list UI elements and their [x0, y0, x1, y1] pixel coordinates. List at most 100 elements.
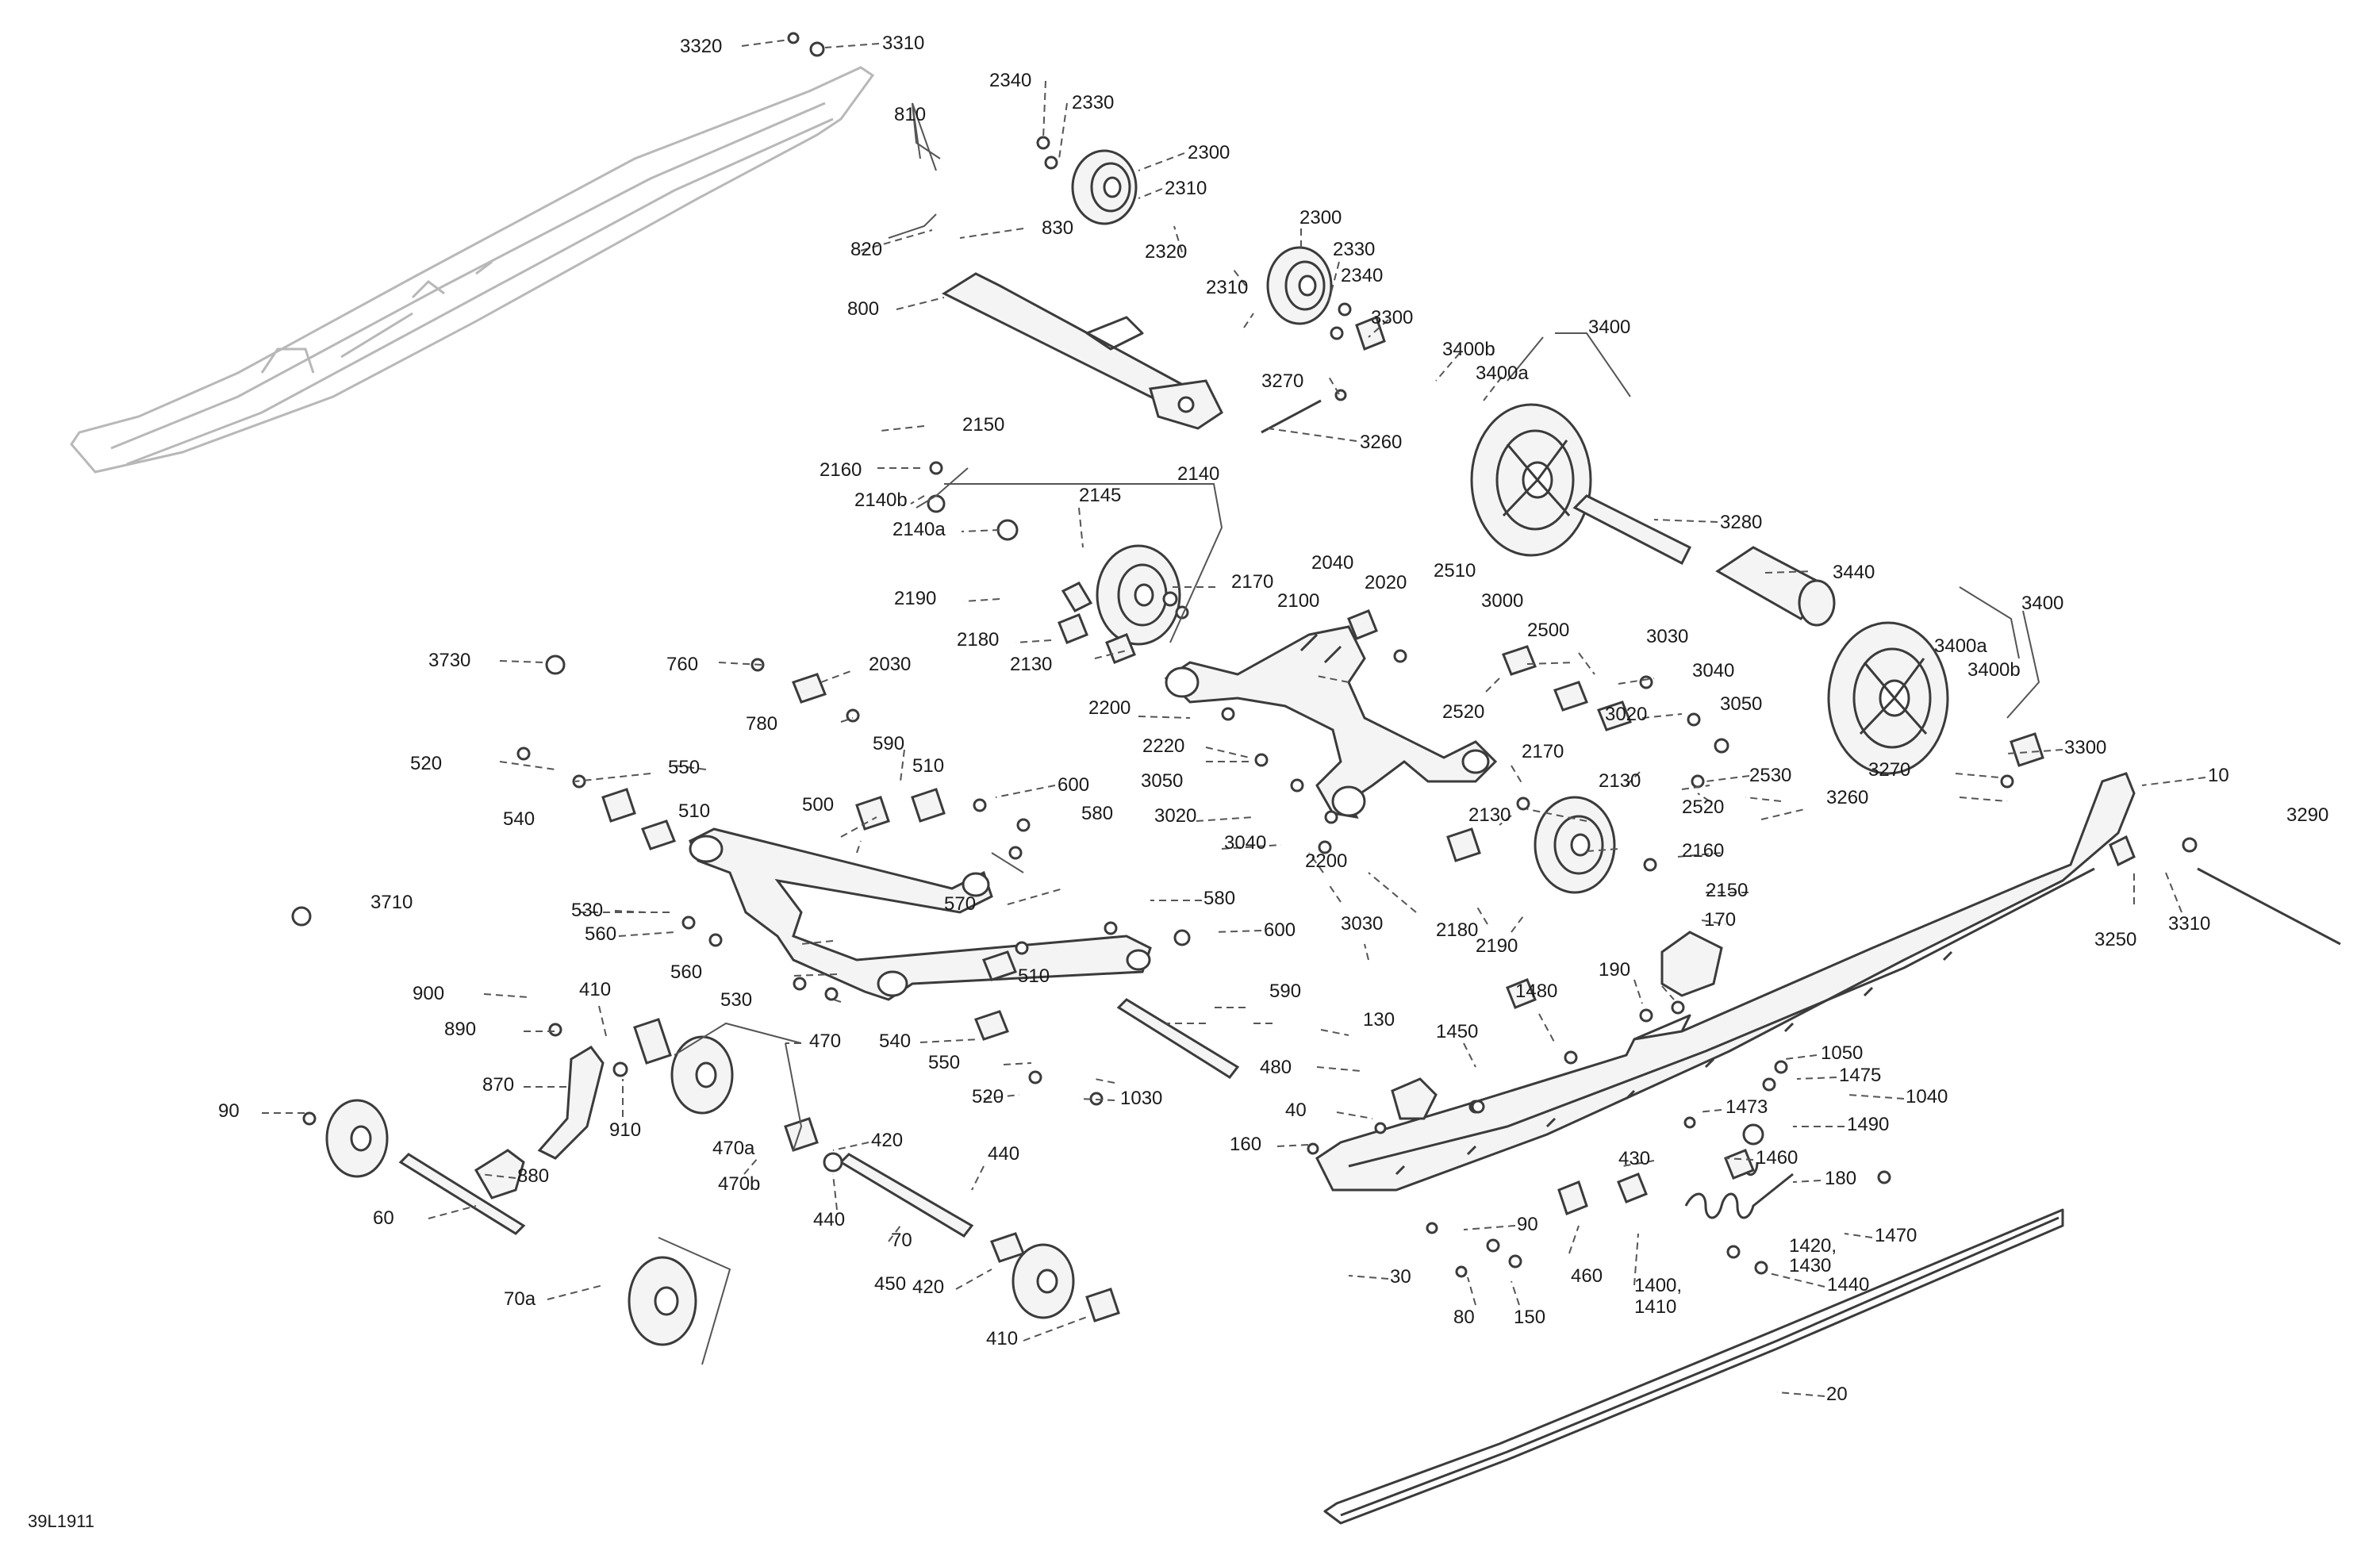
callout-label: 3400a: [1476, 363, 1529, 384]
idler-wheel-2300-a: [1071, 149, 1138, 225]
callout-label: 3250: [2094, 929, 2136, 950]
spring-1420: [1684, 1173, 1794, 1219]
callout-label: 460: [1571, 1265, 1603, 1287]
callout-label: 150: [1514, 1307, 1545, 1328]
callout-label: 2190: [894, 588, 936, 609]
callout-label: 3730: [428, 650, 470, 671]
callout-label: 2220: [1142, 735, 1184, 757]
slide-rail-strip: [1323, 1208, 2064, 1525]
callout-label: 2170: [1231, 571, 1273, 593]
callout-label: 470: [809, 1031, 841, 1052]
callout-label: 10: [2208, 765, 2229, 786]
large-wheel-3400-lower: [1827, 621, 1949, 775]
callout-label: 1460: [1756, 1147, 1798, 1169]
callout-label: 2160: [820, 459, 862, 481]
callout-label: 830: [1042, 217, 1073, 239]
bracket-170: [1660, 931, 1723, 997]
callout-label: 540: [879, 1031, 911, 1052]
callout-label: 2330: [1072, 92, 1114, 113]
callout-label: 2520: [1682, 796, 1724, 818]
callout-label: 1420,: [1789, 1235, 1837, 1257]
group-brackets: [658, 102, 2040, 1365]
callout-label: 880: [517, 1165, 549, 1187]
callout-label: 3030: [1646, 626, 1688, 647]
wheel-70: [628, 1256, 697, 1346]
wheel-90: [325, 1099, 389, 1178]
callout-label: 2180: [1436, 919, 1478, 941]
callout-label: 2160: [1682, 840, 1724, 862]
callout-label: 3290: [2286, 804, 2328, 826]
part-130: [1391, 1077, 1438, 1120]
callout-label: 440: [988, 1143, 1019, 1165]
callout-label: 600: [1264, 919, 1296, 941]
spacer-410-upper: [633, 1018, 672, 1065]
callout-label: 3440: [1833, 562, 1875, 583]
callout-label: 2520: [1442, 701, 1484, 723]
callout-label: 3270: [1868, 759, 1910, 781]
callout-label: 590: [1269, 981, 1301, 1002]
spacer-tube-3440: [1715, 546, 1836, 627]
callout-label: 2150: [1706, 880, 1748, 901]
wheel-410-lower: [1012, 1243, 1075, 1319]
callout-label: 1040: [1906, 1086, 1948, 1107]
callout-label: 870: [482, 1074, 514, 1096]
callout-label: 410: [986, 1328, 1018, 1349]
callout-label: 2145: [1079, 485, 1121, 506]
callout-label: 2300: [1188, 142, 1230, 163]
callout-label: 560: [670, 961, 702, 983]
callout-labels: 3320 3310 2340 2330 810 2300 2310 820 83…: [28, 33, 2328, 1531]
callout-label: 90: [1517, 1214, 1538, 1235]
callout-label: 3310: [882, 33, 924, 54]
callout-label: 2310: [1165, 178, 1207, 199]
part-drawings: [70, 32, 2341, 1525]
callout-label: 470b: [718, 1173, 760, 1195]
callout-label: 440: [813, 1209, 845, 1230]
callout-label: 530: [720, 989, 752, 1011]
wheel-470: [670, 1035, 734, 1115]
callout-label: 180: [1825, 1168, 1856, 1189]
callout-label: 900: [413, 983, 444, 1004]
callout-label: 480: [1260, 1057, 1292, 1078]
callout-label: 550: [668, 757, 700, 778]
callout-label: 420: [871, 1130, 903, 1151]
callout-label: 1475: [1839, 1065, 1881, 1086]
callout-label: 3000: [1481, 590, 1523, 612]
callout-label: 2510: [1434, 560, 1476, 582]
callout-label: 20: [1826, 1384, 1848, 1405]
callout-label: 780: [746, 713, 777, 735]
callout-label: 3300: [2064, 737, 2106, 758]
callout-label: 2330: [1333, 239, 1375, 260]
callout-label: 1473: [1726, 1096, 1768, 1118]
large-wheel-3400-upper: [1470, 403, 1592, 557]
callout-label: 3270: [1261, 370, 1303, 392]
callout-label: 3400b: [1442, 339, 1495, 360]
callout-label: 160: [1230, 1134, 1261, 1155]
callout-label: 1430: [1789, 1255, 1831, 1276]
callout-label: 520: [972, 1086, 1004, 1107]
callout-label: 3040: [1692, 660, 1734, 681]
block-880: [474, 1149, 525, 1199]
callout-label: 30: [1390, 1266, 1411, 1288]
callout-label: 2180: [957, 629, 999, 651]
wheel-2170: [1534, 796, 1616, 894]
callout-label: 580: [1081, 803, 1113, 824]
callout-label: 820: [850, 239, 882, 260]
axle-3280: [1572, 494, 1692, 566]
callout-label: 2130: [1468, 804, 1511, 826]
callout-label: 1050: [1821, 1042, 1863, 1064]
callout-label: 2100: [1277, 590, 1319, 612]
callout-label: 470a: [712, 1138, 755, 1159]
callout-label: 420: [912, 1276, 944, 1298]
callout-label: 3400a: [1934, 635, 1987, 657]
callout-label: 2200: [1305, 850, 1347, 872]
callout-label: 3050: [1141, 770, 1183, 792]
link-870: [537, 1046, 605, 1160]
callout-label: 1480: [1515, 981, 1557, 1002]
callout-label: 1490: [1847, 1114, 1889, 1135]
callout-label: 2040: [1311, 552, 1353, 574]
front-arm-2100: [1164, 625, 1498, 819]
callout-label: 2150: [962, 414, 1004, 436]
callout-label: 530: [571, 900, 603, 921]
callout-label: 3020: [1154, 805, 1196, 827]
callout-label: 500: [802, 794, 834, 816]
